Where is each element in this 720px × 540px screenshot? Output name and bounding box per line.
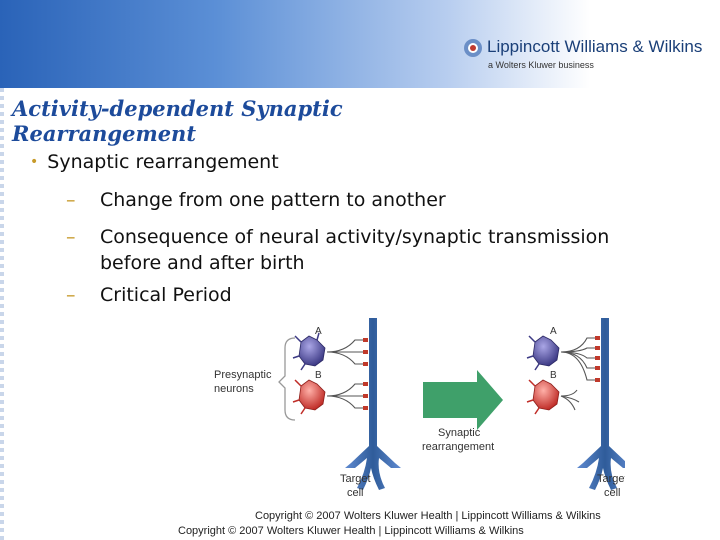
target-cell-left [345, 318, 401, 490]
target-label-right-line1: Target [597, 473, 625, 485]
slide-copyright: Copyright © 2007 Wolters Kluwer Health |… [178, 525, 524, 537]
arrow-label-line1: Synaptic [438, 427, 481, 439]
dash-icon: – [66, 226, 76, 248]
sub-bullet: – Critical Period [66, 282, 666, 308]
target-label-right-line2: cell [604, 487, 621, 499]
logo-subtitle: a Wolters Kluwer business [488, 60, 594, 70]
presynaptic-label-line2: neurons [214, 383, 254, 395]
target-label-left-line1: Target [340, 473, 371, 485]
presynaptic-bracket [278, 337, 296, 421]
label-a-left: A [315, 326, 322, 337]
presynaptic-label-line1: Presynaptic [214, 369, 272, 381]
header-banner [0, 0, 720, 88]
publisher-logo: Lippincott Williams & Wilkins a Wolters … [463, 36, 713, 76]
label-a-right: A [550, 326, 557, 337]
neuron-a-left: A [292, 326, 368, 371]
left-decorative-rule [0, 88, 4, 540]
sub-bullet-text: Consequence of neural activity/synaptic … [100, 226, 610, 274]
logo-name: Lippincott Williams & Wilkins [487, 37, 703, 56]
bullet-dot-icon: • [30, 154, 39, 170]
target-cell-right [577, 318, 625, 490]
sub-bullet-text: Change from one pattern to another [100, 189, 446, 211]
slide-title: Activity-dependent Synaptic Rearrangemen… [12, 96, 343, 146]
arrow-label-line2: rearrangement [422, 441, 494, 453]
target-label-left-line2: cell [347, 487, 364, 499]
sub-bullet-text: Critical Period [100, 284, 232, 306]
main-bullet-text: Synaptic rearrangement [47, 151, 279, 173]
neuron-a-right: A [526, 326, 600, 382]
logo-mark-icon [464, 39, 482, 57]
label-b-right: B [550, 370, 557, 381]
sub-bullet: – Consequence of neural activity/synapti… [66, 224, 666, 276]
label-b-left: B [315, 370, 322, 381]
main-bullet: • Synaptic rearrangement [30, 151, 279, 173]
neuron-b-right: B [526, 370, 580, 415]
dash-icon: – [66, 284, 76, 306]
rearrangement-arrow-icon [423, 370, 503, 430]
dash-icon: – [66, 189, 76, 211]
synaptic-rearrangement-figure: Presynaptic neurons A B Target cell Syna… [214, 318, 625, 499]
neuron-b-left: B [292, 370, 368, 415]
sub-bullet: – Change from one pattern to another [66, 187, 666, 213]
figure-copyright: Copyright © 2007 Wolters Kluwer Health |… [255, 510, 601, 522]
